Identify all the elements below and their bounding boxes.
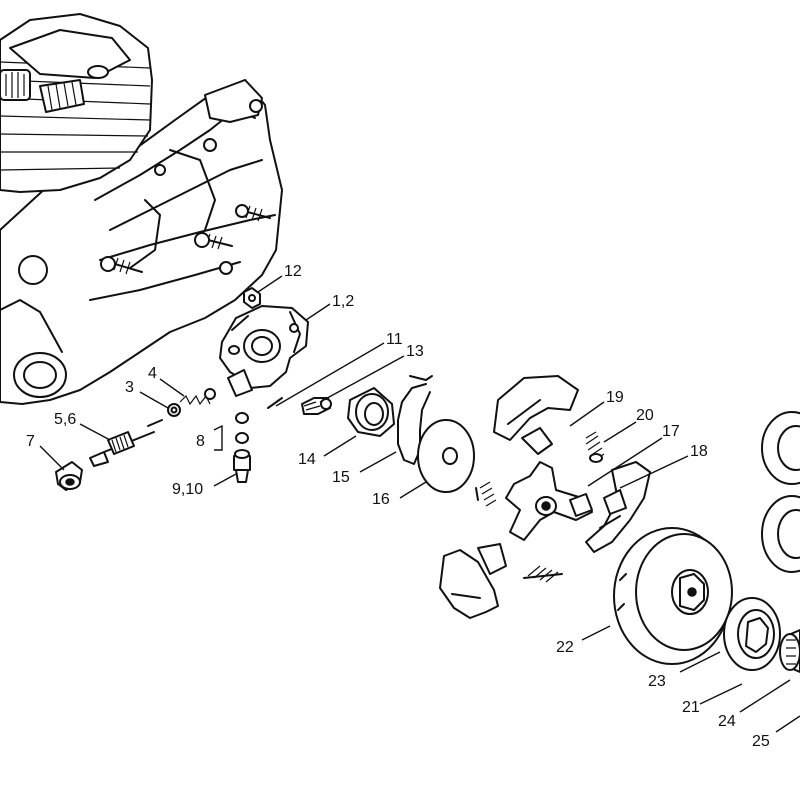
part-3-washer [167,403,181,417]
callout-7: 7 [26,433,35,450]
callout-24: 24 [718,713,736,730]
part-spur-sprocket-lower [761,495,800,573]
callout-17: 17 [662,423,680,440]
callout-8: 8 [196,433,205,450]
part-spring-lower [523,565,563,583]
part-9-10-valve [233,449,251,483]
part-13-screw [301,397,332,415]
callout-16: 16 [372,491,390,508]
callout-20: 20 [636,407,654,424]
av-spring-middle [194,231,233,250]
part-1-2-oil-pump [219,305,309,397]
callout-1-2: 1,2 [332,293,354,310]
part-4-spring [179,388,216,406]
av-spring-lower [100,255,143,275]
part-22-clutch-drum [613,527,733,665]
callout-19: 19 [606,389,624,406]
callout-5-6: 5,6 [54,411,76,428]
cylinder-boss [39,79,85,113]
callout-15: 15 [332,469,350,486]
part-23-rim-sprocket [723,597,781,671]
leader-lines [39,275,800,733]
callout-9-10: 9,10 [172,481,203,498]
callout-14: 14 [298,451,316,468]
part-12-nut [243,287,261,309]
callout-11: 11 [386,331,403,348]
part-16-washer [417,419,475,493]
av-spring-upper [235,204,271,222]
callout-22: 22 [556,639,574,656]
callout-21: 21 [682,699,700,716]
part-18-shoe-right [585,461,651,553]
callout-4: 4 [148,365,157,382]
part-spring-middle [475,481,497,507]
part-5-6-worm-shaft [89,419,163,467]
spark-plug-boss [0,69,31,101]
part-shoe-lower [439,543,507,619]
part-14-sleeve [347,387,395,437]
callout-23: 23 [648,673,666,690]
part-spur-sprocket-upper [761,411,800,485]
callout-18: 18 [690,443,708,460]
callout-25: 25 [752,733,770,750]
part-15-spring-clip [397,375,433,465]
part-17-clutch-carrier [505,461,593,541]
engine-housing [0,13,283,405]
part-24-needle-bearing [779,629,800,673]
part-11-pin [267,397,283,409]
callout-labels: 12 1,2 11 13 3 4 5,6 7 8 9,10 14 15 16 1… [26,263,770,750]
callout-13: 13 [406,343,424,360]
callout-12: 12 [284,263,302,280]
part-8-o-rings [235,412,249,444]
part-20-spring-upper [585,431,605,463]
callout-3: 3 [125,379,134,396]
part-19-shoe-upper [493,375,579,455]
